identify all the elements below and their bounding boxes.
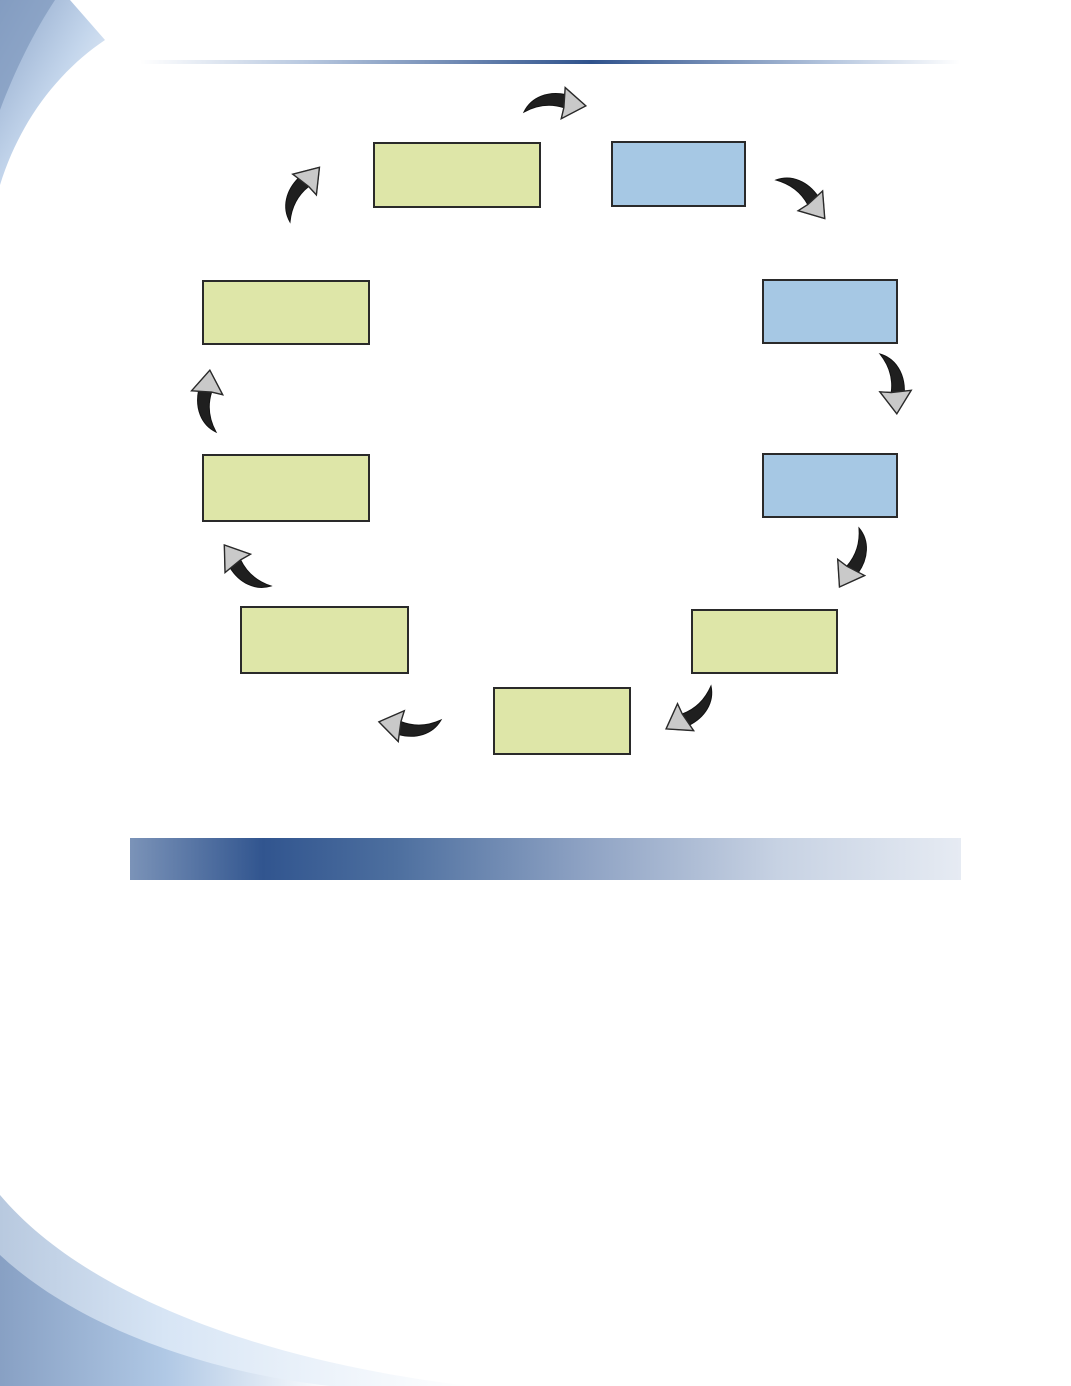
cycle-box-5 <box>691 609 838 674</box>
section-header-bar <box>130 838 961 880</box>
arrow-3-to-4 <box>871 348 917 418</box>
cycle-box-7 <box>240 606 409 674</box>
arrow-6-to-7 <box>377 709 442 744</box>
bottom-left-swoosh <box>0 1195 470 1386</box>
cycle-box-8 <box>202 454 370 522</box>
cycle-box-1 <box>373 142 541 208</box>
cycle-box-3 <box>762 279 898 344</box>
cycle-box-2 <box>611 141 746 207</box>
arrow-1-to-2 <box>522 86 587 121</box>
arrow-2-to-3 <box>769 162 839 229</box>
cycle-box-6 <box>493 687 631 755</box>
top-left-swoosh <box>0 0 105 185</box>
cycle-box-9 <box>202 280 370 345</box>
arrow-5-to-6 <box>657 679 727 745</box>
header-rule <box>140 60 960 64</box>
arrow-7-to-8 <box>210 535 278 603</box>
arrow-9-to-1 <box>269 156 331 227</box>
arrow-8-to-9 <box>190 369 225 434</box>
cycle-box-4 <box>762 453 898 518</box>
arrow-4-to-5 <box>827 524 882 595</box>
